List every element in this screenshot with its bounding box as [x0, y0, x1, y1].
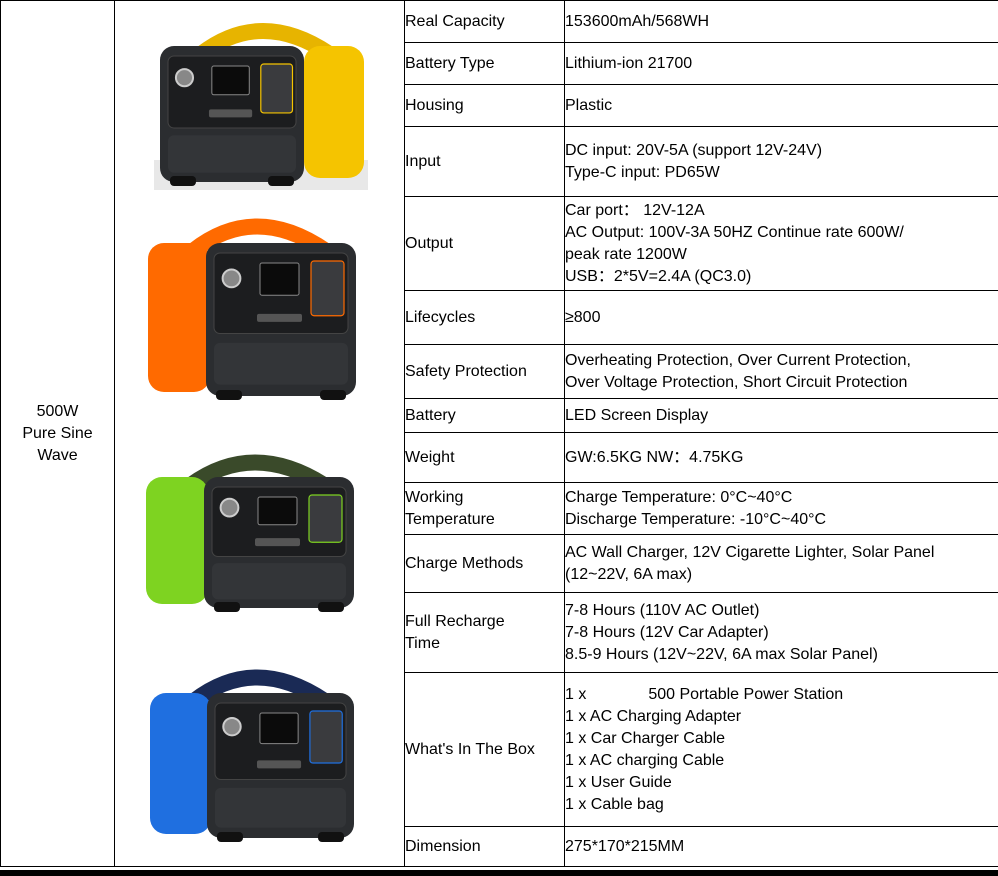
spec-label-line: Temperature	[405, 510, 495, 528]
spec-label-line: Full Recharge	[405, 612, 505, 630]
spec-value: Charge Temperature: 0°C~40°C Discharge Te…	[564, 482, 998, 535]
spec-value-line: Overheating Protection, Over Current Pro…	[565, 351, 911, 369]
spec-label: Input	[404, 126, 565, 197]
spec-label-line: Housing	[405, 96, 464, 114]
spec-value-line: Plastic	[565, 96, 613, 114]
spec-value-line: Car port： 12V-12A	[565, 201, 705, 219]
spec-row: Lifecycles ≥800	[1, 290, 998, 345]
spec-value-line: 275*170*215MM	[565, 837, 685, 855]
blue-power-station	[146, 660, 364, 846]
spec-row: Charge Methods AC Wall Charger, 12V Cigar…	[1, 534, 998, 593]
spec-label-line: Battery	[405, 406, 456, 424]
box-item-name: 500 Portable Power Station	[648, 685, 844, 703]
spec-value-line: GW:6.5KG NW：4.75KG	[565, 448, 744, 466]
spec-value: 1 x 500 Portable Power Station 1 x AC Char…	[564, 672, 998, 827]
spec-value: Lithium-ion 21700	[564, 42, 998, 85]
spec-value: ≥800	[564, 290, 998, 345]
spec-row: Dimension 275*170*215MM	[1, 826, 998, 867]
green-power-station	[142, 446, 364, 616]
spec-value-line: AC Output: 100V-3A 50HZ Continue rate 60…	[565, 223, 904, 241]
spec-value: GW:6.5KG NW：4.75KG	[564, 432, 998, 483]
spec-label-line: Safety Protection	[405, 362, 527, 380]
spec-label-line: Battery Type	[405, 54, 495, 72]
spec-value: 153600mAh/568WH	[564, 0, 998, 43]
spec-value-line: AC Wall Charger, 12V Cigarette Lighter, …	[565, 543, 935, 561]
spec-value-line: 1 x Car Charger Cable	[565, 729, 726, 747]
spec-label-line: Weight	[405, 448, 455, 466]
spec-row: Weight GW:6.5KG NW：4.75KG	[1, 432, 998, 483]
spec-value: Car port： 12V-12A AC Output: 100V-3A 50HZ…	[564, 196, 998, 291]
spec-label: Output	[404, 196, 565, 291]
spec-value-line: peak rate 1200W	[565, 245, 687, 263]
model-name-line: Wave	[37, 446, 78, 464]
spec-value-line: 1 x AC Charging Adapter	[565, 707, 742, 725]
spec-label: Real Capacity	[404, 0, 565, 43]
spec-label: Battery Type	[404, 42, 565, 85]
spec-label-line: Lifecycles	[405, 308, 476, 326]
spec-label: What's In The Box	[404, 672, 565, 827]
spec-row: Housing Plastic	[1, 84, 998, 127]
spec-value: 275*170*215MM	[564, 826, 998, 867]
spec-value-line: 8.5-9 Hours (12V~22V, 6A max Solar Panel…	[565, 645, 878, 663]
spec-label: Dimension	[404, 826, 565, 867]
table-bottom-border	[0, 870, 998, 876]
spec-value-line: 7-8 Hours (12V Car Adapter)	[565, 623, 769, 641]
orange-power-station	[144, 208, 366, 404]
spec-row: Battery LED Screen Display	[1, 398, 998, 433]
spec-value-line: Over Voltage Protection, Short Circuit P…	[565, 373, 908, 391]
spec-value-line: Lithium-ion 21700	[565, 54, 693, 72]
spec-value-line: 7-8 Hours (110V AC Outlet)	[565, 601, 760, 619]
spec-value: DC input: 20V-5A (support 12V-24V) Type-C…	[564, 126, 998, 197]
spec-label-line: Output	[405, 234, 454, 252]
spec-label: Weight	[404, 432, 565, 483]
spec-label: Lifecycles	[404, 290, 565, 345]
spec-label-line: Dimension	[405, 837, 481, 855]
spec-value-line: USB：2*5V=2.4A (QC3.0)	[565, 267, 752, 285]
spec-row: Safety Protection Overheating Protection,…	[1, 344, 998, 399]
spec-label: Battery	[404, 398, 565, 433]
model-name-line: Pure Sine	[22, 424, 93, 442]
spec-label-line: Charge Methods	[405, 554, 524, 572]
spec-row: Battery Type Lithium-ion 21700	[1, 42, 998, 85]
spec-value-line: 153600mAh/568WH	[565, 12, 710, 30]
spec-label-line: Real Capacity	[405, 12, 505, 30]
spec-value-line: LED Screen Display	[565, 406, 709, 424]
model-name-line: 500W	[36, 402, 79, 420]
spec-label-line: Time	[405, 634, 440, 652]
spec-value: Plastic	[564, 84, 998, 127]
spec-label: Safety Protection	[404, 344, 565, 399]
spec-value-line: 1 x AC charging Cable	[565, 751, 725, 769]
spec-label-line: Input	[405, 152, 441, 170]
spec-label-line: Working	[405, 488, 464, 506]
spec-value-line: (12~22V, 6A max)	[565, 565, 693, 583]
box-item-qty: 1 x	[565, 685, 587, 703]
spec-value: 7-8 Hours (110V AC Outlet) 7-8 Hours (12V…	[564, 592, 998, 673]
spec-label: Housing	[404, 84, 565, 127]
spec-row: Input DC input: 20V-5A (support 12V-24V) T…	[1, 126, 998, 197]
spec-label-line: What's In The Box	[405, 740, 535, 758]
spec-value-line: Charge Temperature: 0°C~40°C	[565, 488, 793, 506]
spec-label: Charge Methods	[404, 534, 565, 593]
spec-value: Overheating Protection, Over Current Pro…	[564, 344, 998, 399]
spec-value-line: Discharge Temperature: -10°C~40°C	[565, 510, 827, 528]
spec-value-line: DC input: 20V-5A (support 12V-24V)	[565, 141, 823, 159]
spec-value-line: ≥800	[565, 308, 601, 326]
spec-value-line: 1 x Cable bag	[565, 795, 664, 813]
spec-value-line: 1 x 500 Portable Power Station	[565, 684, 998, 706]
spec-row: What's In The Box 1 x 500 Portable Power S…	[1, 672, 998, 827]
spec-value: AC Wall Charger, 12V Cigarette Lighter, …	[564, 534, 998, 593]
spec-value-line: 1 x User Guide	[565, 773, 672, 791]
spec-value-line: Type-C input: PD65W	[565, 163, 720, 181]
yellow-power-station	[154, 14, 368, 190]
spec-value: LED Screen Display	[564, 398, 998, 433]
